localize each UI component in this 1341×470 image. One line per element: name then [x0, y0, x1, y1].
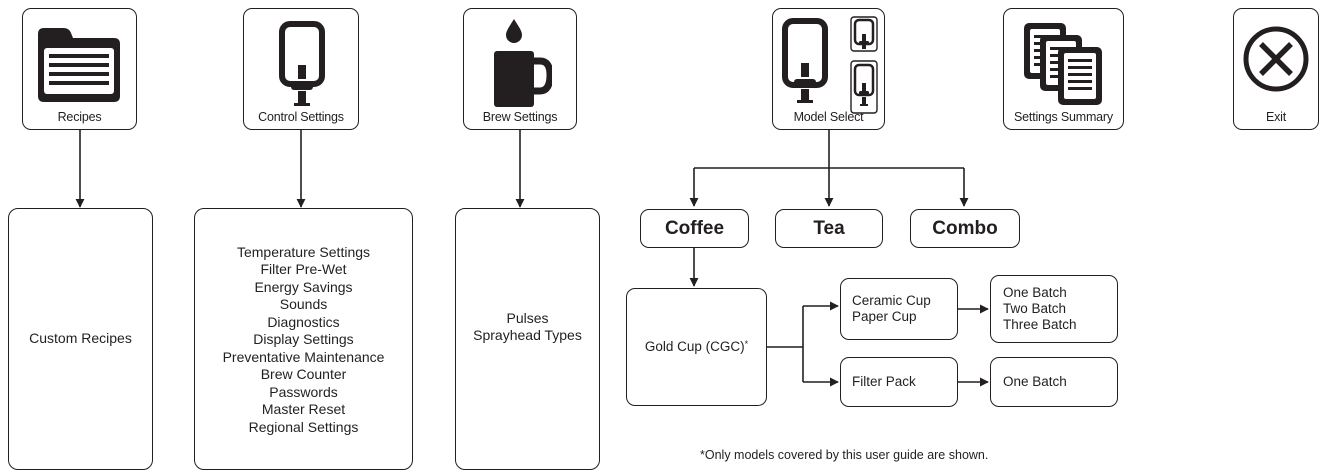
cup-option-paper: Paper Cup — [852, 309, 917, 324]
control-settings-panel: Temperature Settings Filter Pre-Wet Ener… — [194, 208, 413, 470]
mug-icon — [494, 19, 552, 107]
brew-settings-button[interactable]: Brew Settings — [463, 8, 577, 130]
settings-summary-button[interactable]: Settings Summary — [1003, 8, 1124, 130]
batch-option-one: One Batch — [1003, 285, 1067, 300]
close-icon — [1243, 26, 1309, 92]
gold-cup-marker: * — [744, 339, 749, 349]
batch-option-three: Three Batch — [1003, 317, 1077, 332]
panel-item-display-settings[interactable]: Display Settings — [253, 331, 354, 348]
panel-item-custom-recipes[interactable]: Custom Recipes — [29, 330, 132, 347]
panel-item-master-reset[interactable]: Master Reset — [261, 401, 346, 418]
documents-icon — [1024, 23, 1102, 105]
recipes-button[interactable]: Recipes — [22, 8, 137, 130]
folder-icon — [38, 28, 120, 102]
brewer-icon — [279, 21, 325, 106]
cup-option-ceramic: Ceramic Cup — [852, 293, 931, 308]
model-select-label: Model Select — [793, 110, 864, 124]
footnote: *Only models covered by this user guide … — [700, 448, 989, 462]
model-select-button[interactable]: Model Select — [772, 8, 885, 130]
panel-item-regional-settings[interactable]: Regional Settings — [248, 418, 359, 435]
panel-item-diagnostics[interactable]: Diagnostics — [267, 313, 340, 330]
panel-item-pulses[interactable]: Pulses — [506, 309, 549, 326]
cup-type-box[interactable]: Ceramic Cup Paper Cup — [840, 278, 958, 340]
combo-button[interactable]: Combo — [910, 209, 1020, 248]
panel-item-passwords[interactable]: Passwords — [269, 383, 338, 400]
panel-item-sprayhead-types[interactable]: Sprayhead Types — [473, 327, 582, 343]
filter-pack-box[interactable]: Filter Pack — [840, 357, 958, 407]
exit-button[interactable]: Exit — [1233, 8, 1319, 130]
brew-settings-panel: Pulses Sprayhead Types — [455, 208, 600, 470]
filter-pack-batch-box[interactable]: One Batch — [990, 357, 1118, 407]
filter-pack-batch-one: One Batch — [1003, 374, 1067, 389]
batch-option-two: Two Batch — [1003, 301, 1067, 316]
exit-label: Exit — [1265, 110, 1287, 124]
panel-item-preventative-maintenance[interactable]: Preventative Maintenance — [222, 348, 385, 365]
panel-item-sounds[interactable]: Sounds — [279, 296, 328, 313]
panel-item-temperature-settings[interactable]: Temperature Settings — [236, 243, 371, 260]
brewer-models-icon — [782, 16, 878, 114]
brew-settings-label: Brew Settings — [482, 110, 558, 124]
settings-summary-label: Settings Summary — [1014, 110, 1113, 124]
tea-button[interactable]: Tea — [775, 209, 883, 248]
recipes-panel: Custom Recipes — [8, 208, 153, 470]
cup-batches-box[interactable]: One Batch Two Batch Three Batch — [990, 275, 1118, 343]
control-settings-button[interactable]: Control Settings — [243, 8, 359, 130]
panel-item-energy-savings[interactable]: Energy Savings — [254, 278, 353, 295]
panel-item-brew-counter[interactable]: Brew Counter — [260, 366, 347, 383]
gold-cup-box[interactable]: Gold Cup (CGC)* — [626, 288, 767, 406]
panel-item-filter-pre-wet[interactable]: Filter Pre-Wet — [260, 261, 347, 278]
coffee-button[interactable]: Coffee — [640, 209, 749, 248]
recipes-label: Recipes — [57, 110, 102, 124]
filter-pack-label: Filter Pack — [852, 374, 916, 389]
control-settings-label: Control Settings — [258, 110, 344, 124]
gold-cup-label: Gold Cup (CGC) — [644, 339, 745, 354]
